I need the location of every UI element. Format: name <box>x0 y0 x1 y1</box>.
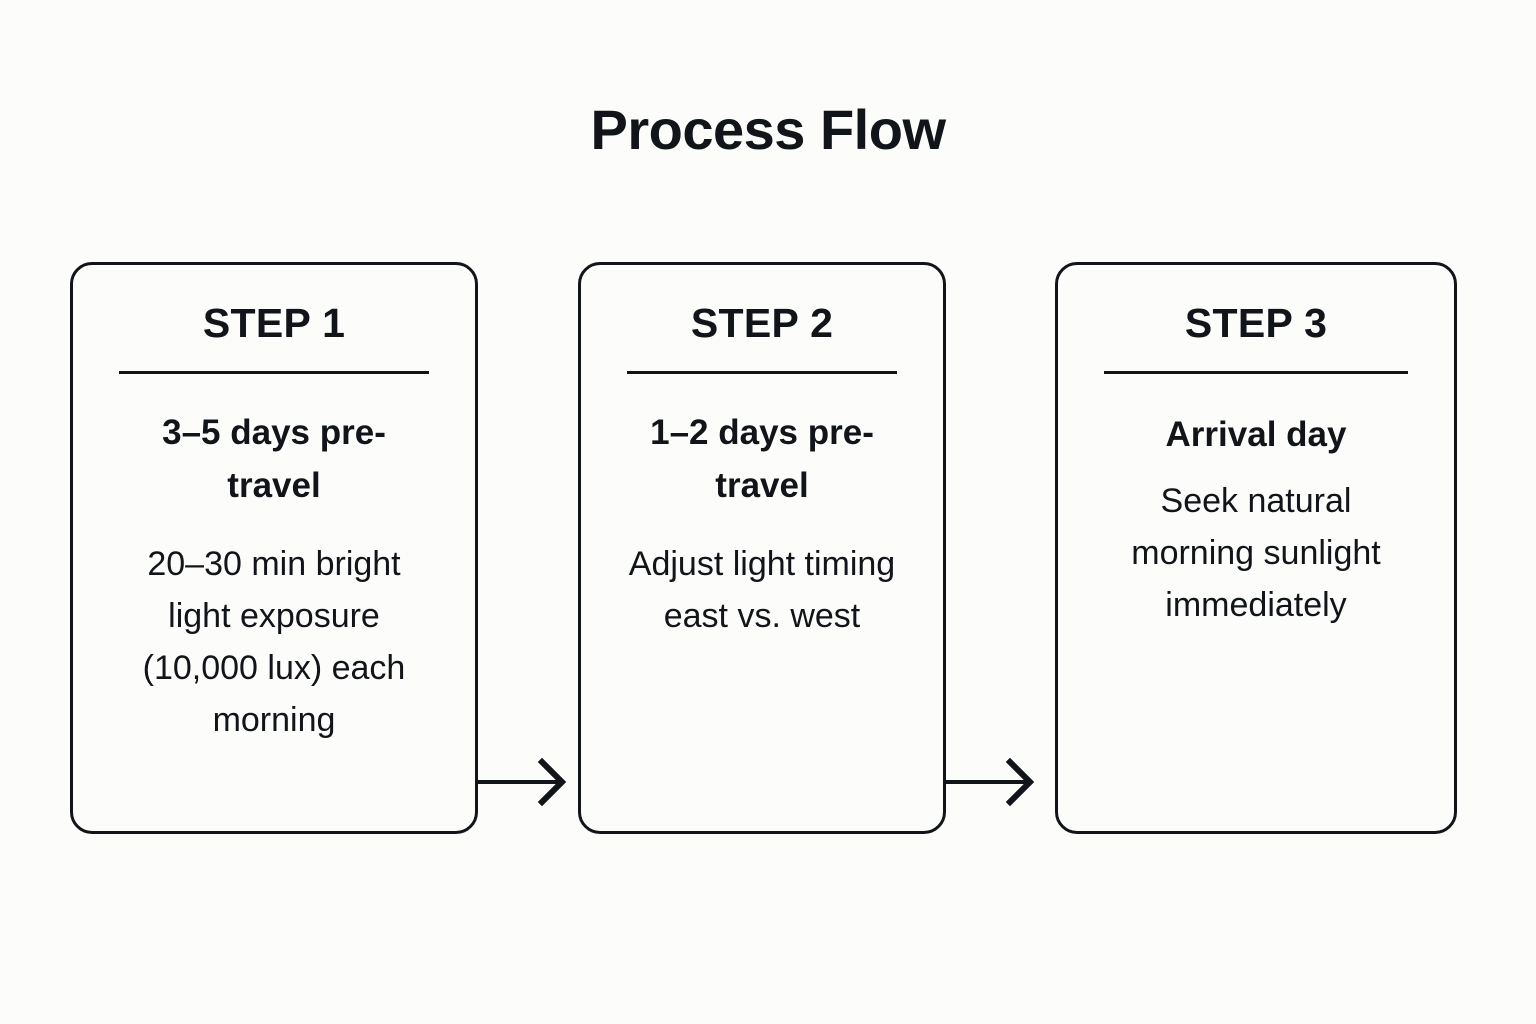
flow-arrow-icon-step1-to-step2 <box>476 756 580 808</box>
step-divider <box>119 371 429 374</box>
step-heading: STEP 1 <box>202 300 346 346</box>
step-card-2[interactable]: STEP 2 1–2 days pre-travel Adjust light … <box>578 262 946 834</box>
step-heading: STEP 3 <box>1184 300 1328 346</box>
step-divider <box>627 371 897 374</box>
step-divider <box>1104 371 1408 374</box>
step-card-3[interactable]: STEP 3 Arrival day Seek natural morning … <box>1055 262 1457 834</box>
flow-arrow-icon-step2-to-step3 <box>944 756 1048 808</box>
process-flow-row: STEP 1 3–5 days pre-travel 20–30 min bri… <box>0 262 1536 834</box>
step-subtitle: 1–2 days pre-travel <box>650 413 874 505</box>
step-body: Adjust light timing east vs. west <box>628 545 896 635</box>
step-subtitle: Arrival day <box>1165 415 1347 454</box>
step-body: Seek natural morning sunlight immediatel… <box>1131 482 1381 624</box>
page-title: Process Flow <box>590 98 946 161</box>
step-card-1[interactable]: STEP 1 3–5 days pre-travel 20–30 min bri… <box>70 262 478 834</box>
step-body: 20–30 min bright light exposure (10,000 … <box>142 545 406 739</box>
step-heading: STEP 2 <box>690 300 834 346</box>
step-subtitle: 3–5 days pre-travel <box>162 413 386 505</box>
